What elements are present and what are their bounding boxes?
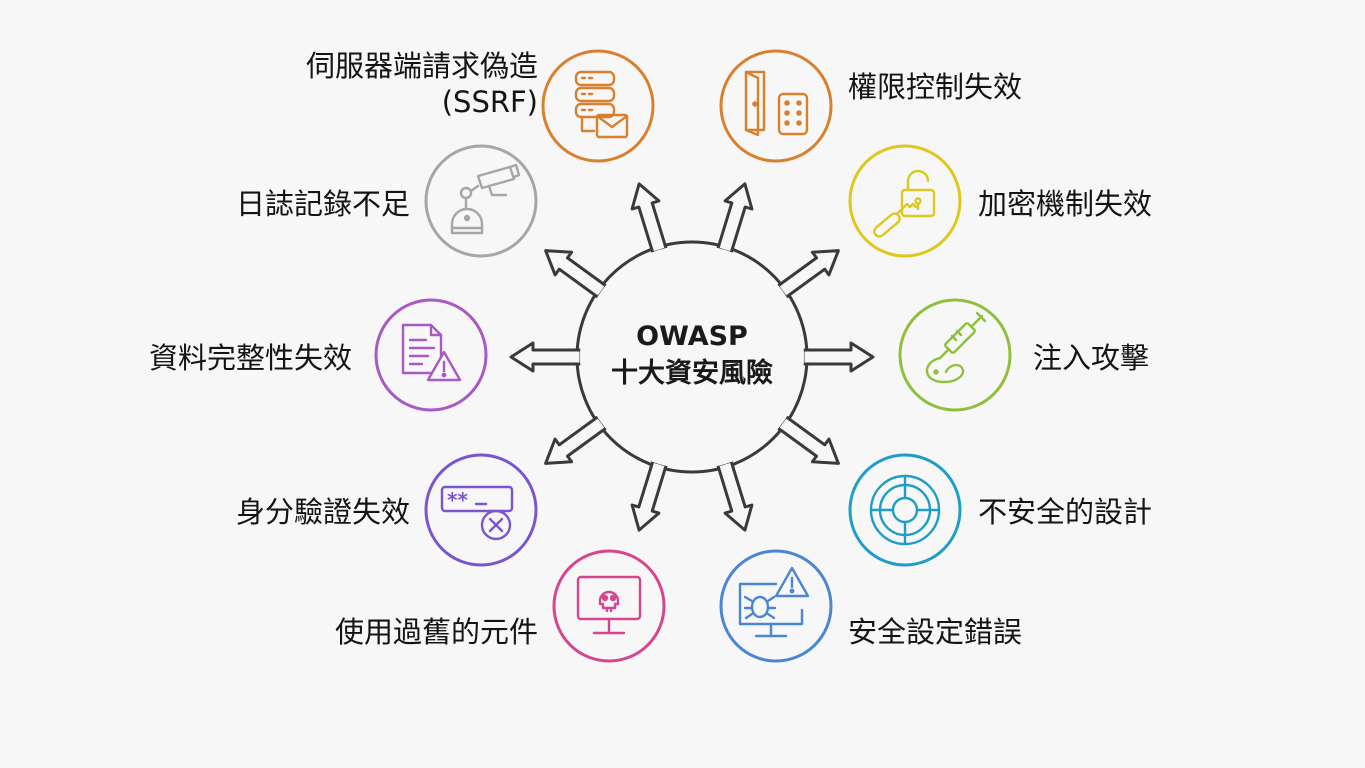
- security-camera-icon: [450, 163, 521, 235]
- hub-arrow-1: [630, 182, 668, 255]
- risk-crypto: 加密機制失效: [848, 144, 1152, 258]
- document-warning-icon: [401, 323, 462, 382]
- risk-insecure-design: 不安全的設計: [848, 453, 1152, 567]
- risk-injection-circle: [898, 298, 1012, 412]
- server-mail-icon: [574, 70, 629, 139]
- risk-integrity-label: 資料完整性失效: [149, 341, 352, 375]
- risk-logging: 日誌記錄不足: [236, 144, 538, 258]
- risk-outdated-components-circle: [552, 549, 666, 663]
- target-icon: [869, 474, 941, 546]
- risk-access-control-circle: [719, 49, 833, 163]
- risk-outdated-components-label: 使用過舊的元件: [335, 615, 538, 649]
- password-error-icon: **: [440, 485, 514, 541]
- risk-ssrf-circle: [541, 49, 655, 163]
- risk-authentication: ** 身分驗證失效: [236, 453, 538, 567]
- risk-crypto-label: 加密機制失效: [978, 187, 1152, 221]
- risk-ssrf: 伺服器端請求偽造 (SSRF): [306, 49, 655, 163]
- unlocked-padlock-icon: [873, 169, 936, 238]
- hub-subtitle: 十大資安風險: [611, 357, 773, 389]
- risk-access-control: 權限控制失效: [719, 49, 1022, 163]
- risk-access-control-label: 權限控制失效: [848, 70, 1022, 104]
- hub-arrow-7: [630, 459, 668, 532]
- hub-arrow-5: [776, 415, 840, 465]
- risk-injection: 注入攻擊: [898, 298, 1149, 412]
- hub-arrow-3: [776, 249, 840, 299]
- risk-logging-label: 日誌記錄不足: [236, 187, 410, 221]
- risk-logging-circle: [424, 144, 538, 258]
- risk-integrity-circle: [374, 298, 488, 412]
- hub-arrows: [509, 182, 875, 532]
- risk-outdated-components: 使用過舊的元件: [335, 549, 666, 663]
- risk-ssrf-label-abbr: (SSRF): [442, 85, 538, 119]
- risk-misconfiguration: 安全設定錯誤: [719, 549, 1022, 663]
- hub-arrow-8: [544, 415, 608, 465]
- hub-title: OWASP: [636, 321, 748, 352]
- hub-arrow-4: [801, 341, 875, 373]
- hub-arrow-2: [716, 182, 754, 255]
- risk-injection-label: 注入攻擊: [1033, 341, 1149, 375]
- risk-misconfiguration-circle: [719, 549, 833, 663]
- risk-authentication-label: 身分驗證失效: [236, 495, 410, 529]
- bug-monitor-warning-icon: [738, 566, 810, 638]
- door-keypad-icon: [744, 70, 809, 137]
- risk-crypto-circle: [848, 144, 962, 258]
- risk-insecure-design-label: 不安全的設計: [978, 495, 1152, 529]
- hub-arrow-10: [544, 249, 608, 299]
- risk-insecure-design-circle: [848, 453, 962, 567]
- svg-text:**: **: [447, 488, 468, 512]
- hub: OWASP 十大資安風險: [509, 182, 875, 532]
- syringe-icon: [925, 311, 987, 384]
- skull-monitor-icon: [576, 575, 642, 635]
- risk-ssrf-label: 伺服器端請求偽造: [306, 49, 538, 83]
- risk-misconfiguration-label: 安全設定錯誤: [848, 615, 1022, 649]
- hub-arrow-6: [716, 459, 754, 532]
- risk-integrity: 資料完整性失效: [149, 298, 488, 412]
- hub-arrow-9: [509, 341, 583, 373]
- hub-inner-fill: [580, 245, 804, 469]
